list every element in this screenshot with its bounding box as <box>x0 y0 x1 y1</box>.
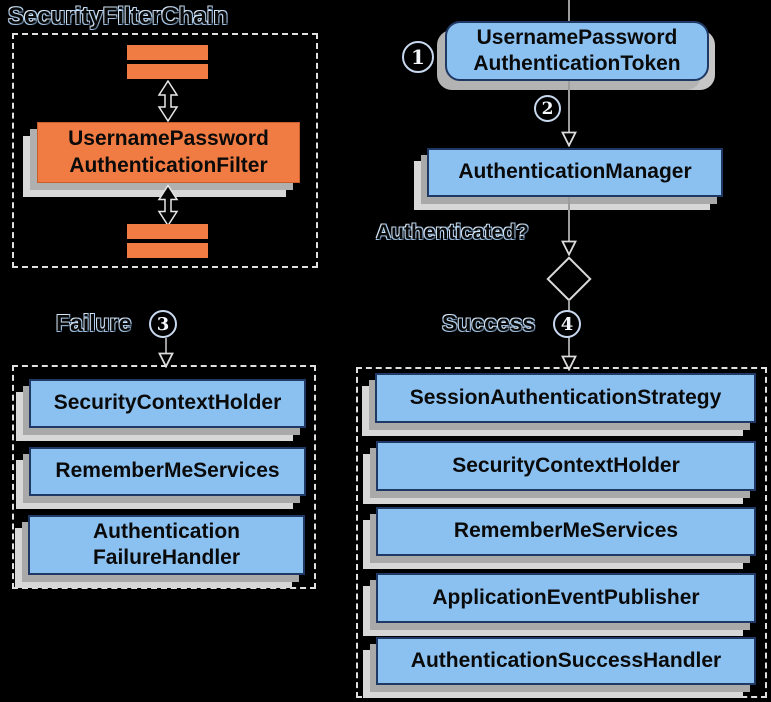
box-label: SecurityContextHolder <box>53 391 282 415</box>
box-label: SessionAuthenticationStrategy <box>409 385 722 409</box>
box-label: ApplicationEventPublisher <box>432 585 700 609</box>
success-panel <box>356 367 767 698</box>
connector-line <box>165 338 167 353</box>
down-arrowhead-icon <box>158 352 174 368</box>
success-box-session-authentication-strategy: SessionAuthenticationStrategy <box>375 373 756 423</box>
filter-stack-bar <box>127 64 208 79</box>
username-password-authentication-filter-box: UsernamePassword AuthenticationFilter <box>37 122 300 183</box>
step-3-badge: 3 <box>149 310 177 338</box>
connector-line <box>568 0 570 22</box>
success-box-application-event-publisher: ApplicationEventPublisher <box>376 573 756 623</box>
success-box-authentication-success-handler: AuthenticationSuccessHandler <box>376 637 756 685</box>
step-1-badge: 1 <box>402 41 434 73</box>
authentication-manager-label: AuthenticationManager <box>458 160 692 184</box>
connector-line <box>568 197 570 242</box>
step-3-number: 3 <box>156 313 170 335</box>
security-filter-chain-panel <box>12 33 318 268</box>
failure-box-remember-me-services: RememberMeServices <box>29 447 306 496</box>
step-1-number: 1 <box>411 45 425 69</box>
step-4-badge: 4 <box>553 310 581 338</box>
success-box-security-context-holder: SecurityContextHolder <box>376 441 756 491</box>
filter-stack-bar <box>127 243 208 258</box>
filter-box-label: UsernamePassword AuthenticationFilter <box>68 127 269 177</box>
failure-box-authentication-failure-handler: Authentication FailureHandler <box>28 515 305 575</box>
double-arrow-icon <box>157 80 179 122</box>
double-arrow-icon <box>157 184 179 227</box>
down-arrowhead-icon <box>561 355 577 371</box>
step-4-number: 4 <box>560 313 574 335</box>
token-box-label: UsernamePassword AuthenticationToken <box>473 25 681 75</box>
box-label: Authentication FailureHandler <box>92 519 241 569</box>
down-arrowhead-icon <box>561 240 577 256</box>
connector-line <box>568 81 570 132</box>
box-label: RememberMeServices <box>55 459 280 483</box>
filter-stack-bar <box>127 224 208 239</box>
decision-diamond <box>546 256 592 302</box>
authenticated-question-label: Authenticated? <box>376 221 529 244</box>
step-2-number: 2 <box>541 98 554 119</box>
box-label: SecurityContextHolder <box>452 453 680 477</box>
username-password-authentication-token-box: UsernamePassword AuthenticationToken <box>445 21 709 81</box>
step-2-badge: 2 <box>534 95 561 122</box>
failure-box-security-context-holder: SecurityContextHolder <box>29 379 306 428</box>
filter-stack-bar <box>127 45 208 60</box>
failure-label: Failure <box>56 310 132 336</box>
down-arrowhead-icon <box>561 131 577 147</box>
failure-panel <box>12 365 316 589</box>
security-filter-chain-title: SecurityFilterChain <box>8 3 229 30</box>
success-box-remember-me-services: RememberMeServices <box>376 507 756 556</box>
success-label: Success <box>442 310 536 336</box>
box-label: AuthenticationSuccessHandler <box>410 648 722 672</box>
box-label: RememberMeServices <box>453 519 679 543</box>
authentication-manager-box: AuthenticationManager <box>427 148 723 197</box>
